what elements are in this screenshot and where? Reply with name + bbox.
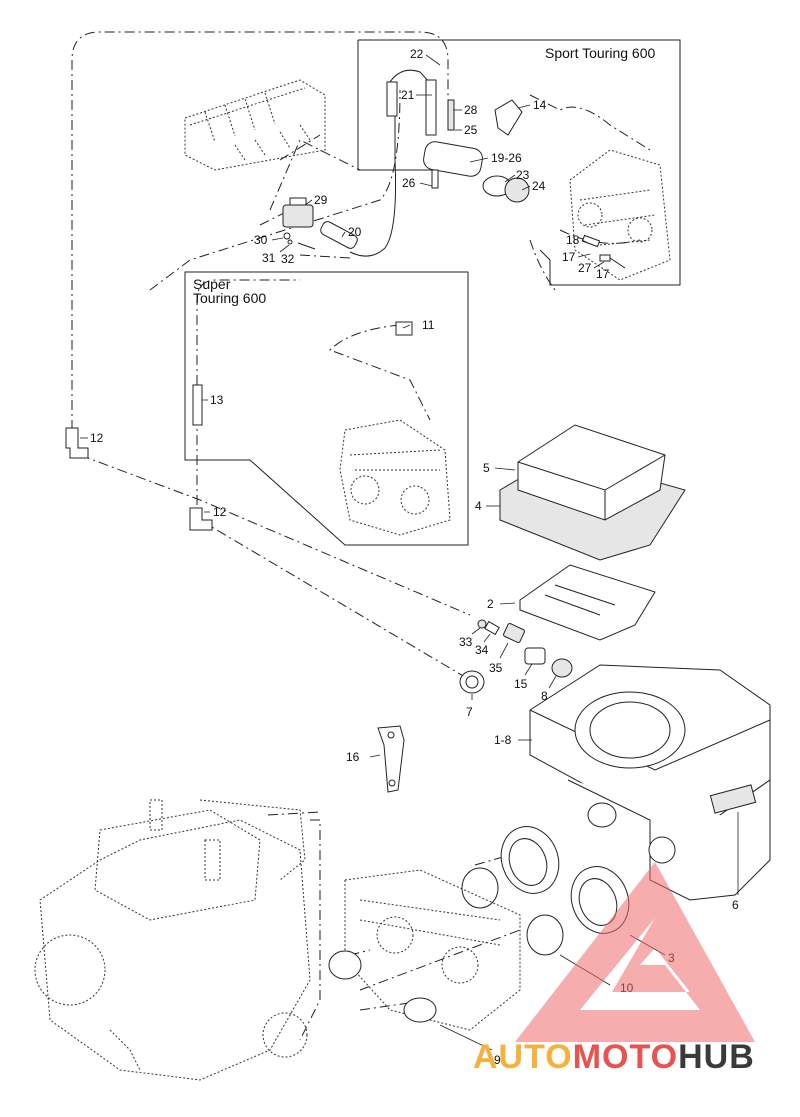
callout-32: 32 bbox=[281, 252, 295, 266]
callout-27: 27 bbox=[578, 261, 592, 275]
callout-5: 5 bbox=[483, 461, 490, 475]
callout-29: 29 bbox=[314, 193, 328, 207]
sport-touring-parts bbox=[386, 69, 671, 281]
leader-lines bbox=[80, 54, 739, 1051]
callout-17b: 17 bbox=[596, 267, 610, 281]
callout-14: 14 bbox=[533, 98, 547, 112]
callout-35: 35 bbox=[489, 661, 503, 675]
callout-19-26: 19-26 bbox=[491, 151, 522, 165]
callout-11: 11 bbox=[422, 318, 435, 332]
super-touring-inset: Super Touring 600 bbox=[184, 271, 469, 546]
callout-16: 16 bbox=[346, 750, 360, 764]
callout-4: 4 bbox=[475, 499, 482, 513]
callout-23: 23 bbox=[516, 168, 530, 182]
callout-18: 18 bbox=[566, 233, 580, 247]
callout-1-8: 1-8 bbox=[494, 733, 512, 747]
callout-33: 33 bbox=[459, 635, 473, 649]
callout-31: 31 bbox=[262, 251, 276, 265]
watermark-word-hub: HUB bbox=[678, 1038, 755, 1076]
callout-2: 2 bbox=[487, 597, 494, 611]
callout-7: 7 bbox=[466, 705, 473, 719]
super-touring-title-line2: Touring 600 bbox=[193, 290, 266, 306]
sport-touring-inset: Sport Touring 600 bbox=[357, 39, 681, 286]
solenoid-assembly bbox=[282, 95, 397, 257]
carburetor-assembly bbox=[328, 869, 521, 1031]
air-filters bbox=[499, 424, 686, 561]
callout-24: 24 bbox=[532, 179, 546, 193]
sport-touring-title: Sport Touring 600 bbox=[545, 45, 655, 61]
callout-26: 26 bbox=[402, 176, 416, 190]
super-touring-parts bbox=[192, 321, 451, 536]
small-fittings bbox=[459, 619, 573, 694]
callout-20: 20 bbox=[348, 225, 362, 239]
watermark-word-auto: AUTO bbox=[473, 1038, 573, 1076]
callout-34: 34 bbox=[475, 643, 489, 657]
callout-6: 6 bbox=[732, 898, 739, 912]
super-touring-title-line1: Super bbox=[193, 276, 231, 292]
callout-25: 25 bbox=[464, 123, 478, 137]
callout-13: 13 bbox=[210, 393, 224, 407]
t-fittings bbox=[65, 427, 213, 531]
watermark-logo: AUTOMOTOHUB bbox=[473, 862, 755, 1076]
callout-12a: 12 bbox=[90, 431, 104, 445]
callout-9: 9 bbox=[494, 1053, 501, 1067]
callout-22: 22 bbox=[410, 47, 424, 61]
callout-12b: 12 bbox=[213, 505, 227, 519]
svg-text:AUTOMOTOHUB: AUTOMOTOHUB bbox=[473, 1038, 755, 1076]
engine bbox=[34, 799, 311, 1081]
callout-21: 21 bbox=[401, 88, 415, 102]
callout-28: 28 bbox=[464, 103, 478, 117]
plate bbox=[519, 564, 656, 641]
callout-8: 8 bbox=[541, 689, 548, 703]
watermark-word-moto: MOTO bbox=[573, 1038, 678, 1076]
callout-15: 15 bbox=[514, 677, 528, 691]
callouts: 22 21 28 14 25 19-26 23 24 26 18 17 27 1… bbox=[90, 47, 739, 1067]
electrical-box bbox=[184, 79, 326, 171]
callout-30: 30 bbox=[254, 233, 268, 247]
airbox bbox=[529, 664, 771, 901]
bracket bbox=[377, 725, 405, 793]
callout-17a: 17 bbox=[562, 250, 576, 264]
watermark-triangle bbox=[515, 862, 755, 1042]
